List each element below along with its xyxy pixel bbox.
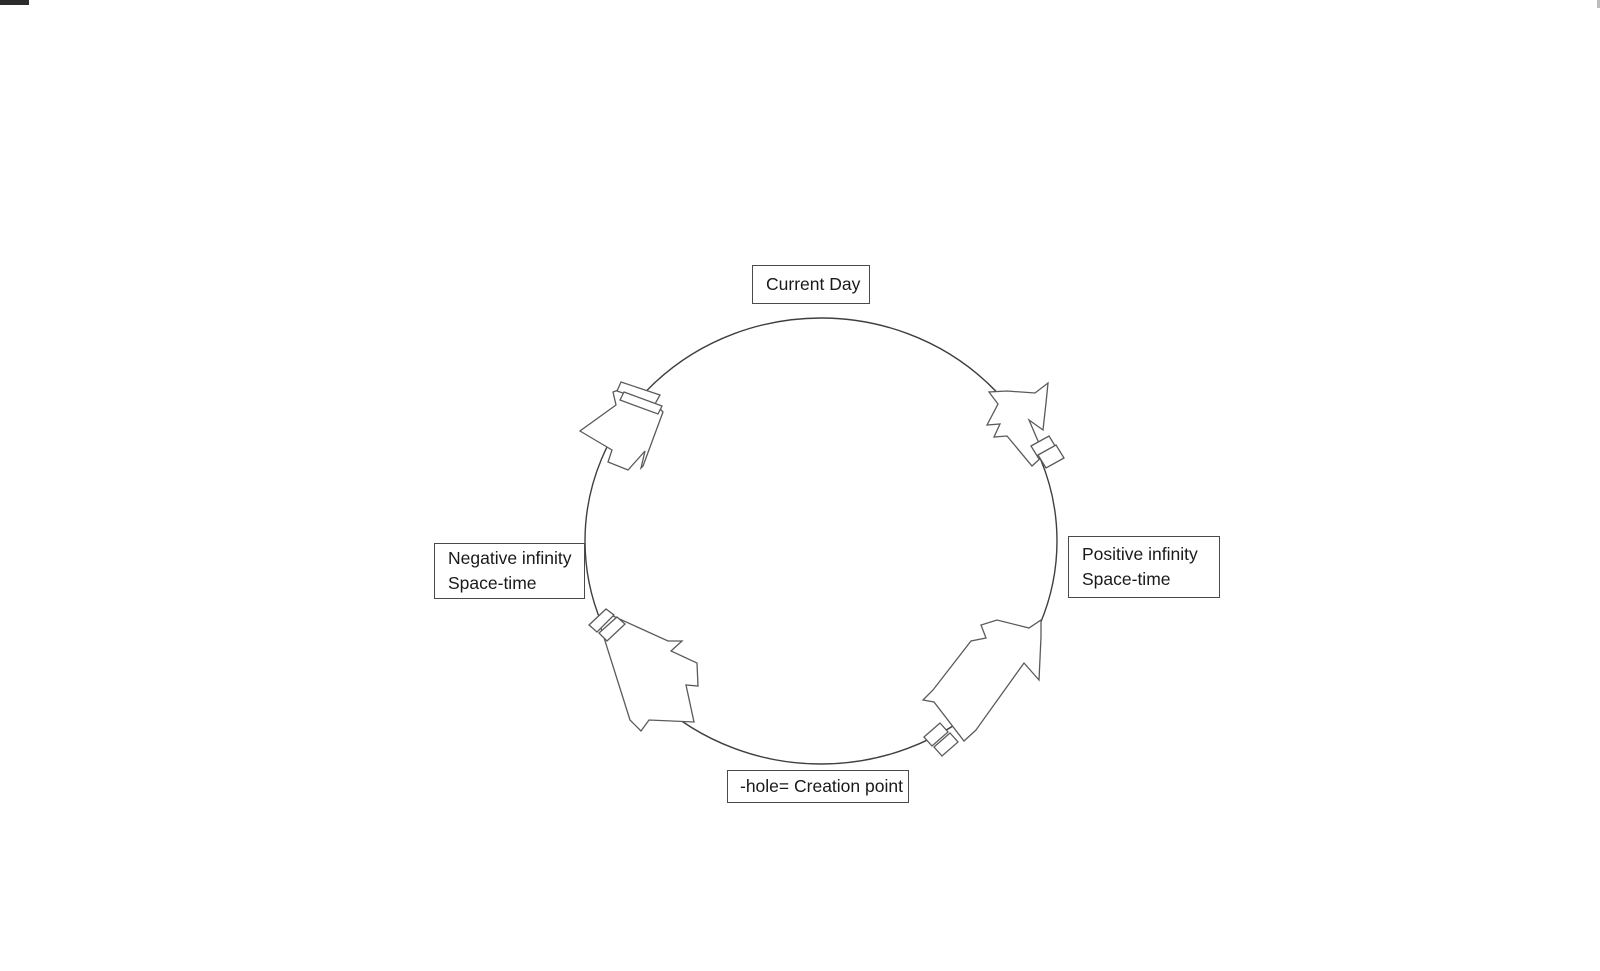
- label-positive-infinity-line-0: Positive infinity: [1082, 544, 1198, 564]
- label-creation-point-line-0: -hole= Creation point: [740, 776, 903, 796]
- label-current-day-line-0: Current Day: [766, 274, 861, 294]
- label-negative-infinity-line-1: Space-time: [448, 573, 537, 593]
- striped-arrow-top-left: [578, 381, 664, 471]
- striped-arrow-bottom-right: [921, 618, 1042, 757]
- label-positive-infinity: Positive infinity Space-time: [1068, 536, 1220, 598]
- label-negative-infinity: Negative infinity Space-time: [434, 543, 585, 599]
- top-left-corner-mark: [0, 0, 29, 5]
- label-negative-infinity-line-0: Negative infinity: [448, 548, 572, 568]
- label-creation-point: -hole= Creation point: [727, 770, 909, 803]
- top-right-edge-mark: [1597, 0, 1600, 8]
- striped-arrow-bottom-left: [588, 608, 699, 732]
- cycle-circle: [584, 317, 1058, 765]
- striped-arrow-top-right: [985, 381, 1065, 469]
- label-positive-infinity-line-1: Space-time: [1082, 569, 1171, 589]
- label-current-day: Current Day: [752, 265, 870, 304]
